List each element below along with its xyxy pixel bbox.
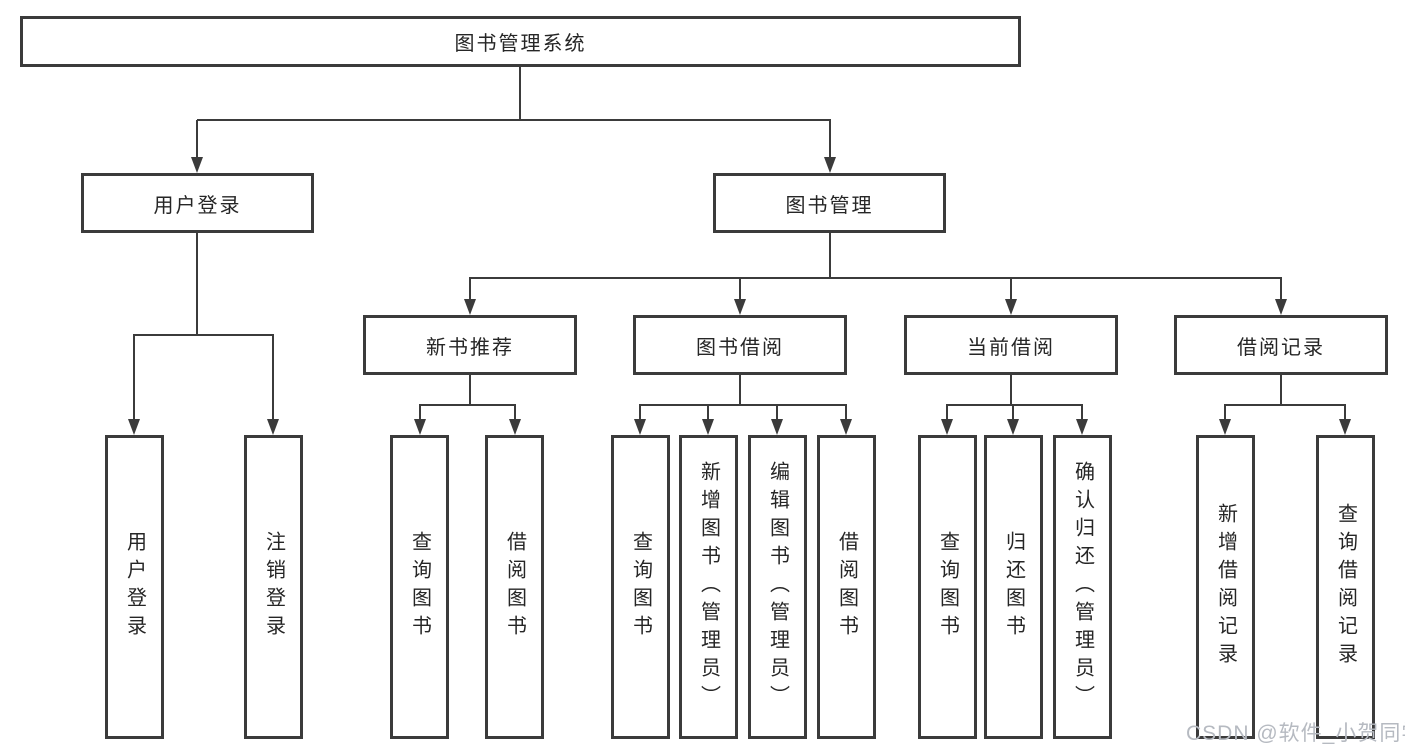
connector-currentborrow-rail xyxy=(946,404,1083,406)
arrowhead-down-icon xyxy=(840,419,852,435)
connector-drop xyxy=(1081,405,1083,420)
leaf-records-query-record: 查询借阅记录 xyxy=(1316,435,1375,739)
connector-drop-bookborrow xyxy=(739,278,741,300)
connector-userlogin-rail xyxy=(133,334,274,336)
connector-newbook-rail xyxy=(419,404,516,406)
arrowhead-down-icon xyxy=(464,299,476,315)
connector-drop-book-mgmt xyxy=(829,120,831,160)
csdn-watermark: CSDN @软件_小贺同学 xyxy=(1186,722,1405,745)
arrowhead-down-icon xyxy=(1339,419,1351,435)
leaf-newbook-query-books: 查询图书 xyxy=(390,435,449,739)
arrowhead-down-icon xyxy=(128,419,140,435)
connector-drop xyxy=(514,405,516,420)
connector-drop xyxy=(639,405,641,420)
arrowhead-down-icon xyxy=(634,419,646,435)
connector-drop xyxy=(776,405,778,420)
leaf-current-confirm-return-admin: 确认归还（管理员） xyxy=(1053,435,1112,739)
node-library-system: 图书管理系统 xyxy=(20,16,1021,67)
arrowhead-down-icon xyxy=(824,157,836,173)
leaf-user-login: 用户登录 xyxy=(105,435,164,739)
arrowhead-down-icon xyxy=(1076,419,1088,435)
arrowhead-down-icon xyxy=(734,299,746,315)
arrowhead-down-icon xyxy=(771,419,783,435)
arrowhead-down-icon xyxy=(509,419,521,435)
connector-drop xyxy=(845,405,847,420)
arrowhead-down-icon xyxy=(1007,419,1019,435)
connector-drop-currentborrow xyxy=(1010,278,1012,300)
connector-root-rail xyxy=(197,119,831,121)
node-book-borrow: 图书借阅 xyxy=(633,315,847,375)
connector-bookborrow-rail xyxy=(639,404,847,406)
connector-newbook-stem xyxy=(469,375,471,406)
leaf-borrow-add-books-admin: 新增图书（管理员） xyxy=(679,435,738,739)
connector-drop xyxy=(1344,405,1346,420)
connector-drop-newbook xyxy=(469,278,471,300)
leaf-newbook-borrow-books: 借阅图书 xyxy=(485,435,544,739)
node-new-book-recommend: 新书推荐 xyxy=(363,315,577,375)
arrowhead-down-icon xyxy=(267,419,279,435)
connector-userlogin-stem xyxy=(196,233,198,336)
connector-borrowrecords-rail xyxy=(1224,404,1346,406)
node-user-login: 用户登录 xyxy=(81,173,314,233)
connector-drop xyxy=(707,405,709,420)
arrowhead-down-icon xyxy=(191,157,203,173)
connector-bookmgmt-stem xyxy=(829,233,831,279)
arrowhead-down-icon xyxy=(414,419,426,435)
connector-drop xyxy=(946,405,948,420)
connector-drop xyxy=(1012,405,1014,420)
connector-drop xyxy=(1224,405,1226,420)
connector-drop xyxy=(419,405,421,420)
connector-drop-leaf-logout xyxy=(272,335,274,420)
connector-bookmgmt-rail xyxy=(469,277,1282,279)
connector-drop-user-login xyxy=(196,120,198,160)
node-current-borrow: 当前借阅 xyxy=(904,315,1118,375)
arrowhead-down-icon xyxy=(702,419,714,435)
arrowhead-down-icon xyxy=(1219,419,1231,435)
connector-drop-leaf-login xyxy=(133,335,135,420)
leaf-logout: 注销登录 xyxy=(244,435,303,739)
leaf-borrow-edit-books-admin: 编辑图书（管理员） xyxy=(748,435,807,739)
node-borrow-records: 借阅记录 xyxy=(1174,315,1388,375)
connector-root-stem xyxy=(519,67,521,121)
connector-drop-borrowrecords xyxy=(1280,278,1282,300)
connector-bookborrow-stem xyxy=(739,375,741,406)
arrowhead-down-icon xyxy=(1275,299,1287,315)
node-book-management: 图书管理 xyxy=(713,173,946,233)
leaf-current-query-books: 查询图书 xyxy=(918,435,977,739)
arrowhead-down-icon xyxy=(1005,299,1017,315)
leaf-borrow-borrow-books: 借阅图书 xyxy=(817,435,876,739)
leaf-current-return-books: 归还图书 xyxy=(984,435,1043,739)
connector-currentborrow-stem xyxy=(1010,375,1012,406)
leaf-borrow-query-books: 查询图书 xyxy=(611,435,670,739)
arrowhead-down-icon xyxy=(941,419,953,435)
connector-borrowrecords-stem xyxy=(1280,375,1282,406)
leaf-records-add-record: 新增借阅记录 xyxy=(1196,435,1255,739)
